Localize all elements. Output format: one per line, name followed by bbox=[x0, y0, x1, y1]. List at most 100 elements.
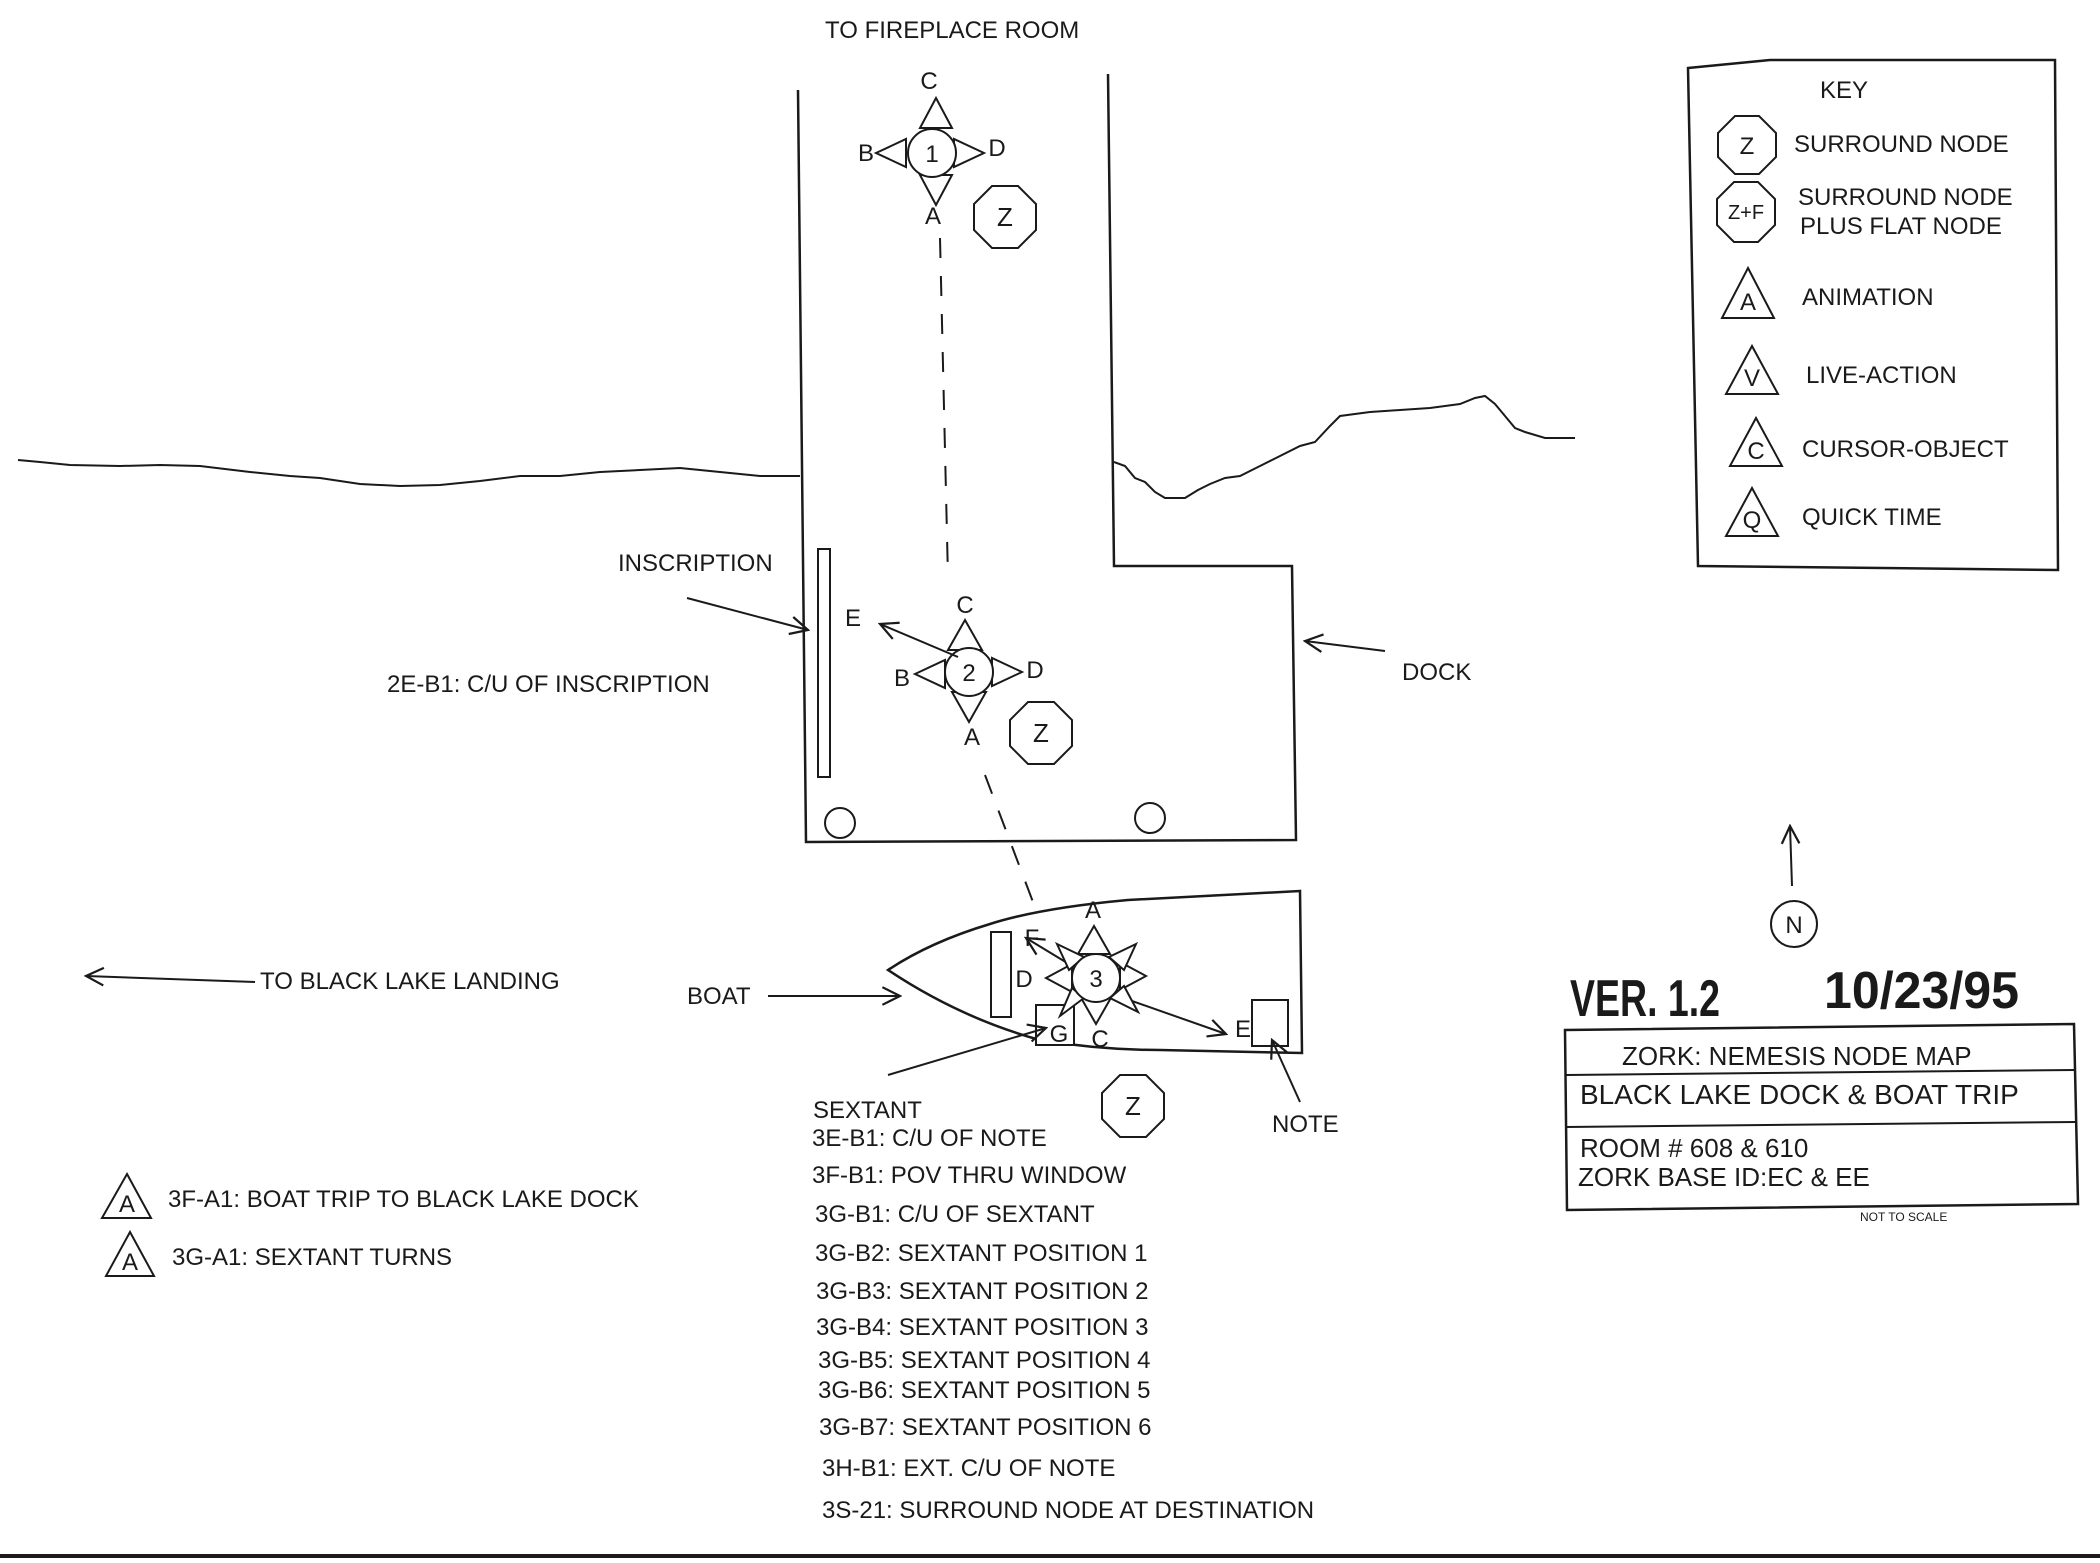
node-2-dir-a: A bbox=[964, 724, 980, 751]
inscription-label: INSCRIPTION bbox=[618, 550, 773, 577]
svg-text:Z+F: Z+F bbox=[1728, 202, 1764, 224]
svg-text:LIVE-ACTION: LIVE-ACTION bbox=[1806, 362, 1957, 389]
node-3-dir-a: A bbox=[1085, 897, 1101, 924]
dock-arrow bbox=[1305, 641, 1386, 651]
inscription-panel[interactable] bbox=[817, 548, 831, 778]
svg-text:A: A bbox=[1740, 289, 1756, 316]
svg-text:3G-A1: SEXTANT TURNS: 3G-A1: SEXTANT TURNS bbox=[172, 1244, 452, 1271]
node-1-id: 1 bbox=[925, 141, 938, 168]
node-1-dir-c: C bbox=[920, 68, 937, 95]
svg-text:3F-A1: BOAT TRIP TO BLACK LAKE: 3F-A1: BOAT TRIP TO BLACK LAKE DOCK bbox=[168, 1186, 639, 1213]
svg-text:QUICK TIME: QUICK TIME bbox=[1802, 504, 1942, 531]
node-1-dir-b: B bbox=[858, 140, 874, 167]
title-line-4: ZORK BASE ID:EC & EE bbox=[1578, 1162, 1870, 1192]
node-2-dir-c: C bbox=[956, 592, 973, 619]
svg-text:Q: Q bbox=[1743, 507, 1762, 534]
svg-text:Z: Z bbox=[1125, 1091, 1141, 1121]
sextant-arrow bbox=[887, 1028, 1046, 1076]
boat-label: BOAT bbox=[687, 983, 751, 1010]
node-2-id: 2 bbox=[962, 660, 975, 687]
node-2-dir-d: D bbox=[1026, 657, 1043, 684]
svg-text:C: C bbox=[1747, 438, 1764, 465]
shot-list-item: 3E-B1: C/U OF NOTE bbox=[812, 1125, 1047, 1152]
key-item-surround-node: Z SURROUND NODE bbox=[1717, 115, 2009, 175]
shot-list-item: 3G-B4: SEXTANT POSITION 3 bbox=[816, 1314, 1149, 1341]
surround-node-1: Z bbox=[973, 185, 1037, 249]
svg-text:SURROUND NODE: SURROUND NODE bbox=[1798, 184, 2013, 211]
north-compass: N bbox=[1770, 826, 1818, 948]
node-1-dir-a: A bbox=[925, 203, 941, 230]
boat-bench bbox=[990, 931, 1012, 1018]
boat-outline bbox=[885, 889, 1304, 1055]
node-3-dir-e: E bbox=[1235, 1016, 1251, 1043]
svg-text:CURSOR-OBJECT: CURSOR-OBJECT bbox=[1802, 436, 2009, 463]
svg-text:Z: Z bbox=[1033, 718, 1049, 748]
node-path-2-3 bbox=[984, 774, 1034, 903]
node-3-dir-f: F bbox=[1025, 925, 1040, 952]
node-2-dir-b: B bbox=[894, 665, 910, 692]
key-legend: KEY Z SURROUND NODE Z+F SURROUND NODE PL… bbox=[1686, 58, 2060, 572]
shoreline-right bbox=[1113, 394, 1575, 499]
to-black-lake-label: TO BLACK LAKE LANDING bbox=[260, 968, 560, 995]
to-fireplace-label: TO FIREPLACE ROOM bbox=[825, 17, 1079, 44]
animation-list: A 3F-A1: BOAT TRIP TO BLACK LAKE DOCK A … bbox=[100, 1171, 639, 1277]
node-2[interactable]: 2 C B D A E bbox=[845, 592, 1044, 751]
shoreline-left bbox=[17, 459, 800, 488]
key-item-cursor-object: C CURSOR-OBJECT bbox=[1728, 415, 2009, 467]
node-1-dir-d: D bbox=[988, 135, 1005, 162]
key-item-live-action: V LIVE-ACTION bbox=[1724, 343, 1957, 395]
node-3-id: 3 bbox=[1089, 966, 1102, 993]
title-line-1: ZORK: NEMESIS NODE MAP bbox=[1622, 1041, 1972, 1071]
key-item-surround-flat-node: Z+F SURROUND NODE PLUS FLAT NODE bbox=[1716, 181, 2013, 243]
node-3[interactable]: 3 A D C F E G bbox=[1015, 897, 1251, 1053]
version-label: VER. 1.2 bbox=[1570, 970, 1720, 1028]
shot-list-item: 3G-B2: SEXTANT POSITION 1 bbox=[815, 1240, 1148, 1267]
scale-note: NOT TO SCALE bbox=[1860, 1210, 1947, 1224]
node-3-dir-d: D bbox=[1015, 966, 1032, 993]
shot-list-item: 3G-B6: SEXTANT POSITION 5 bbox=[818, 1377, 1151, 1404]
north-label: N bbox=[1785, 912, 1802, 939]
shot-list-item: 3G-B1: C/U OF SEXTANT bbox=[815, 1201, 1095, 1228]
node-3-dir-g: G bbox=[1050, 1021, 1069, 1048]
svg-text:A: A bbox=[119, 1191, 135, 1218]
note-object[interactable] bbox=[1251, 999, 1289, 1047]
note-label: NOTE bbox=[1272, 1111, 1339, 1138]
shot-list-item: 3H-B1: EXT. C/U OF NOTE bbox=[822, 1455, 1115, 1482]
surround-node-2: Z bbox=[1009, 701, 1073, 765]
title-line-2: BLACK LAKE DOCK & BOAT TRIP bbox=[1580, 1079, 2019, 1110]
shot-list-item: 3G-B3: SEXTANT POSITION 2 bbox=[816, 1278, 1149, 1305]
inscription-arrow bbox=[686, 597, 808, 630]
date-label: 10/23/95 bbox=[1824, 962, 2019, 1020]
key-item-animation: A ANIMATION bbox=[1720, 265, 1934, 319]
dock-outline bbox=[796, 73, 1298, 844]
dock-post-right bbox=[1134, 802, 1166, 834]
svg-text:V: V bbox=[1744, 365, 1760, 392]
shot-list-item: 3S-21: SURROUND NODE AT DESTINATION bbox=[822, 1497, 1314, 1524]
surround-node-3: Z bbox=[1101, 1074, 1165, 1138]
title-line-3: ROOM # 608 & 610 bbox=[1580, 1133, 1808, 1163]
svg-text:SURROUND NODE: SURROUND NODE bbox=[1794, 131, 2009, 158]
svg-text:A: A bbox=[122, 1249, 138, 1276]
key-item-quick-time: Q QUICK TIME bbox=[1724, 485, 1942, 537]
node-1[interactable]: 1 C B D A bbox=[858, 68, 1006, 230]
dock-label: DOCK bbox=[1402, 659, 1471, 686]
note-arrow bbox=[1272, 1040, 1301, 1103]
node-3-dir-c: C bbox=[1091, 1026, 1108, 1053]
shot-list-item: 3G-B5: SEXTANT POSITION 4 bbox=[818, 1347, 1151, 1374]
svg-text:Z: Z bbox=[997, 202, 1013, 232]
sextant-label: SEXTANT bbox=[813, 1097, 922, 1124]
shot-list-item: 3F-B1: POV THRU WINDOW bbox=[812, 1162, 1127, 1189]
to-black-lake-arrow bbox=[86, 976, 256, 982]
title-block: ZORK: NEMESIS NODE MAP BLACK LAKE DOCK &… bbox=[1563, 1022, 2080, 1224]
node-path-1-2 bbox=[939, 237, 949, 579]
key-title: KEY bbox=[1820, 77, 1868, 104]
animation-item: A 3F-A1: BOAT TRIP TO BLACK LAKE DOCK bbox=[100, 1171, 639, 1219]
shot-list: 3E-B1: C/U OF NOTE 3F-B1: POV THRU WINDOW… bbox=[812, 1125, 1314, 1524]
svg-text:Z: Z bbox=[1740, 133, 1755, 160]
svg-text:ANIMATION: ANIMATION bbox=[1802, 284, 1934, 311]
shot-list-item: 3G-B7: SEXTANT POSITION 6 bbox=[819, 1414, 1152, 1441]
node-2-dir-e: E bbox=[845, 605, 861, 632]
animation-item: A 3G-A1: SEXTANT TURNS bbox=[104, 1229, 452, 1277]
svg-text:PLUS FLAT NODE: PLUS FLAT NODE bbox=[1800, 213, 2002, 240]
